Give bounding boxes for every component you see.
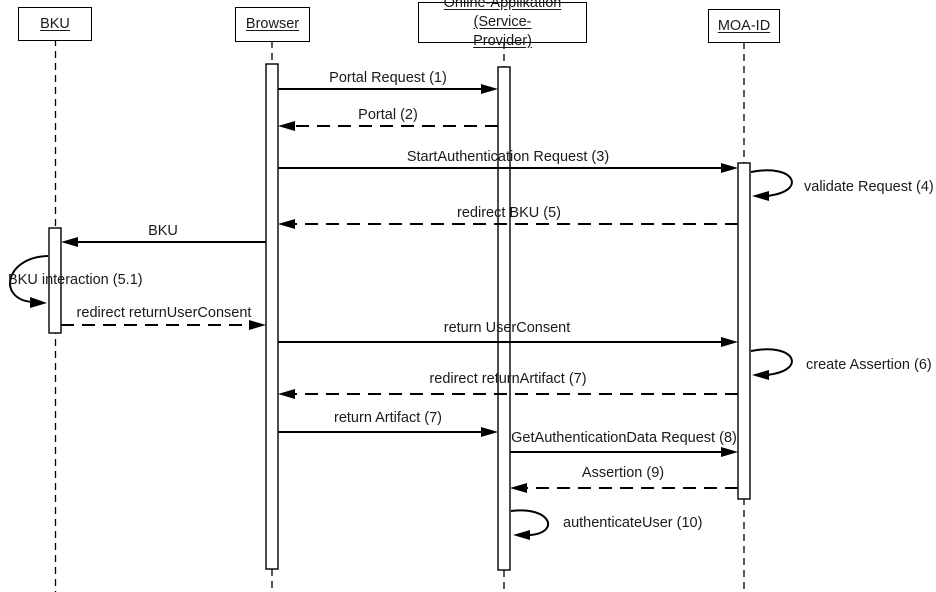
actor-label-online-app-line1: Online-Applikation (Service- [443,0,562,30]
message-label-authenticate-user: authenticateUser (10) [563,515,703,531]
message-label-return-user-consent: return UserConsent [443,320,571,336]
activation-bar-browser [265,63,279,570]
arrowhead-right-icon [481,427,498,437]
message-label-bku-interaction: BKU interaction (5.1) [8,272,143,288]
self-loop-create-assertion [750,348,793,376]
arrowhead-left-icon [278,121,295,131]
message-label-create-assertion: create Assertion (6) [806,357,932,373]
self-loop-validate-request [750,169,793,197]
message-label-portal-return: Portal (2) [358,107,418,123]
actor-label-browser: Browser [245,16,300,32]
arrowhead-right-icon [721,163,738,173]
actor-box-moa-id: MOA-ID [708,9,780,43]
arrowhead-right-icon [721,337,738,347]
message-label-start-authentication: StartAuthentication Request (3) [406,149,610,165]
arrowhead-left-icon [510,483,527,493]
arrowhead-right-icon [30,297,47,308]
actor-box-browser: Browser [235,7,310,42]
arrowhead-left-icon [278,219,295,229]
arrowhead-left-icon [278,389,295,399]
message-label-redirect-bku: redirect BKU (5) [457,205,561,221]
self-loop-bku-interaction [9,255,49,303]
message-label-assertion: Assertion (9) [581,465,665,481]
arrowhead-left-icon [61,237,78,247]
message-label-return-artifact: return Artifact (7) [334,410,442,426]
message-label-redirect-return-user-consent: redirect returnUserConsent [76,305,252,321]
message-label-bku: BKU [148,223,178,239]
message-label-validate-request: validate Request (4) [804,179,934,195]
arrowhead-left-icon [513,530,530,540]
actor-box-bku: BKU [18,7,92,41]
actor-label-online-app-line2: Provider) [473,33,532,49]
arrowhead-right-icon [721,447,738,457]
arrowhead-left-icon [752,370,769,380]
self-loop-authenticate-user [510,509,550,536]
actor-box-online-app: Online-Applikation (Service- Provider) [418,0,587,49]
activation-bar-moa-id [737,162,751,500]
message-label-redirect-return-artifact: redirect returnArtifact (7) [429,371,587,387]
actor-label-moa-id: MOA-ID [717,17,771,34]
arrowhead-right-icon [249,320,266,330]
actor-label-bku: BKU [40,15,70,32]
arrowhead-left-icon [752,191,769,201]
activation-bar-online-app [497,66,511,571]
arrowhead-right-icon [481,84,498,94]
message-label-get-authentication-data: GetAuthenticationData Request (8) [511,430,737,446]
activation-bar-bku [48,227,62,334]
message-label-portal-request: Portal Request (1) [329,70,447,86]
